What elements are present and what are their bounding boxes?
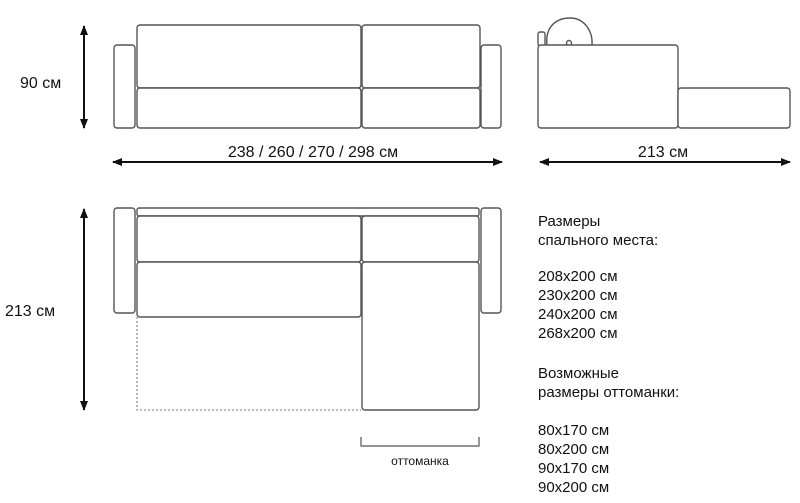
ottoman-size: 90x170 см bbox=[538, 460, 609, 477]
sleeping-size: 230x200 см bbox=[538, 287, 618, 304]
ottoman-title-1: Возможные bbox=[538, 365, 619, 382]
side-view: 213 см bbox=[537, 17, 791, 166]
ottoman-size: 80x200 см bbox=[538, 441, 609, 458]
top-back-cushion-left bbox=[136, 215, 362, 263]
height-label: 90 см bbox=[20, 75, 61, 92]
sleeping-size: 268x200 см bbox=[538, 325, 618, 342]
seat-left bbox=[136, 87, 362, 129]
top-view: 213 см оттоманка bbox=[5, 207, 502, 468]
top-seat bbox=[136, 261, 362, 318]
specs-text: Размеры спального места: 208x200 см 230x… bbox=[538, 213, 679, 496]
width-label: 238 / 260 / 270 / 298 см bbox=[228, 144, 398, 161]
sleeping-size: 240x200 см bbox=[538, 306, 618, 323]
back-cushion-right bbox=[361, 24, 481, 89]
top-right-armrest bbox=[480, 207, 502, 314]
side-body bbox=[537, 44, 679, 129]
top-left-armrest bbox=[113, 207, 136, 314]
top-depth-label: 213 см bbox=[5, 303, 55, 320]
left-armrest bbox=[113, 44, 136, 129]
sleeping-area-outline bbox=[136, 317, 361, 411]
side-ottoman bbox=[677, 87, 791, 129]
top-ottoman bbox=[361, 261, 480, 411]
sleeping-size: 208x200 см bbox=[538, 268, 618, 285]
ottoman-size: 90x200 см bbox=[538, 479, 609, 496]
ottoman-label: оттоманка bbox=[391, 454, 449, 468]
ottoman-size: 80x170 см bbox=[538, 422, 609, 439]
seat-right bbox=[361, 87, 481, 129]
back-cushion-left bbox=[136, 24, 362, 89]
top-back-cushion-right bbox=[361, 215, 480, 263]
sleeping-title-2: спального места: bbox=[538, 232, 658, 249]
side-armrest-post bbox=[537, 31, 546, 47]
sleeping-title-1: Размеры bbox=[538, 213, 600, 230]
front-view: 90 см 238 / 260 / 270 / 298 см bbox=[20, 24, 503, 166]
side-back-arc bbox=[546, 17, 593, 46]
ottoman-bracket bbox=[360, 437, 480, 447]
top-back-strip bbox=[136, 207, 480, 217]
ottoman-title-2: размеры оттоманки: bbox=[538, 384, 679, 401]
side-depth-label: 213 см bbox=[638, 144, 688, 161]
right-armrest bbox=[480, 44, 502, 129]
